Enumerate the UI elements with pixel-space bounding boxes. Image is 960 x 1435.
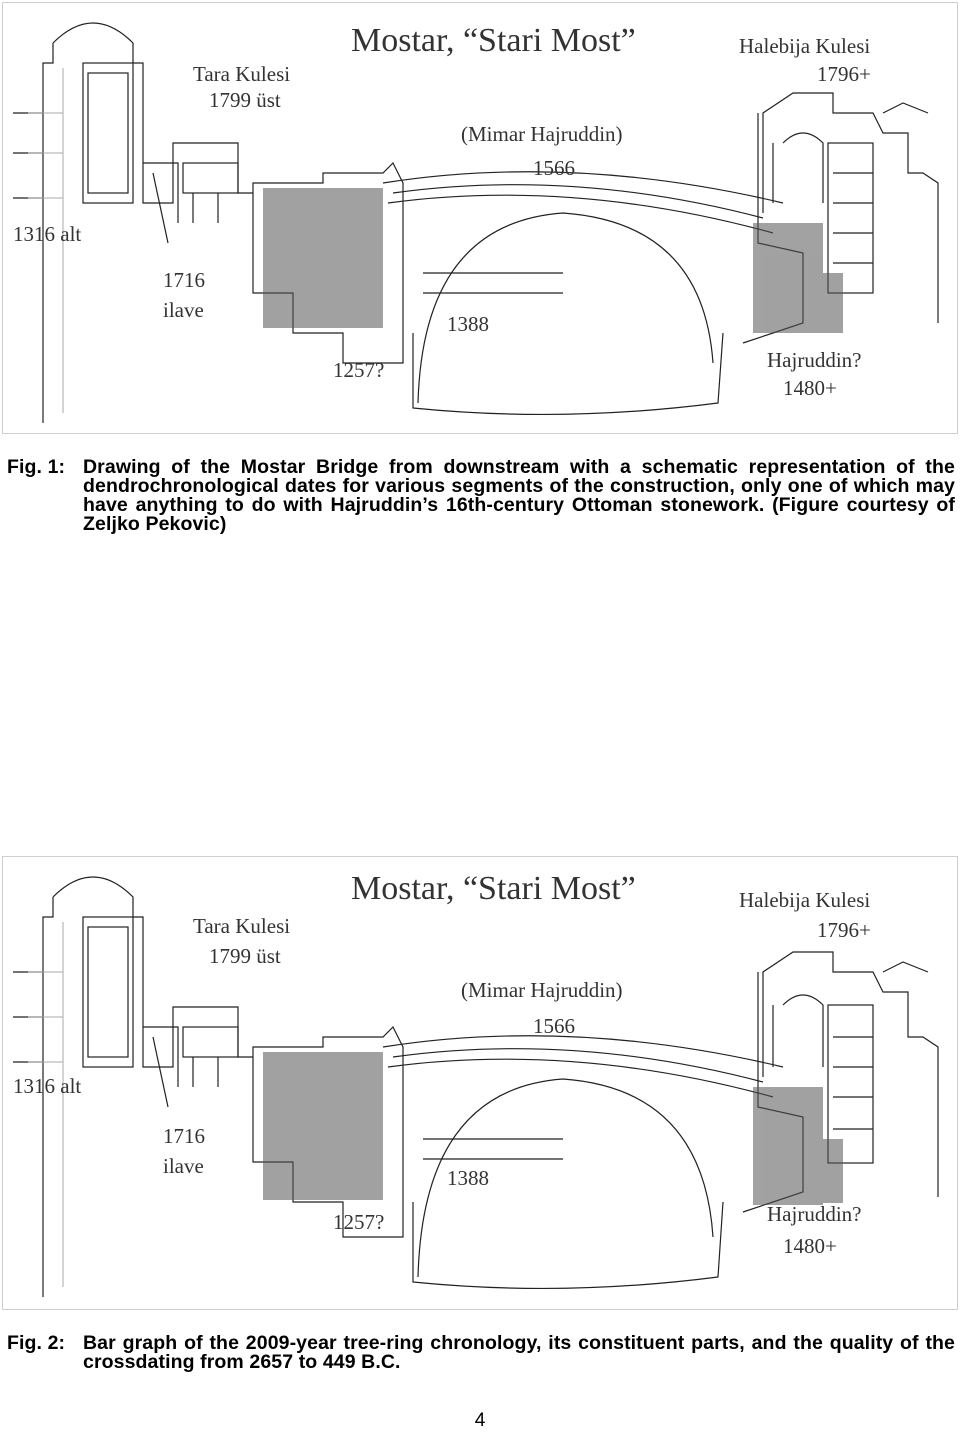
right-tower-date: 1796+ [817, 62, 871, 86]
architect-label: (Mimar Hajruddin) [461, 978, 623, 1002]
figure-2-drawing: Mostar, “Stari Most” Tara Kulesi 1799 üs… [2, 856, 958, 1310]
right-base-date: 1480+ [783, 376, 837, 400]
left-tower-date: 1799 üst [209, 944, 281, 968]
left-add-date: 1716 [163, 268, 205, 292]
left-add-label: ilave [163, 1154, 204, 1178]
bottom-date: 1257? [333, 358, 384, 382]
architect-label: (Mimar Hajruddin) [461, 122, 623, 146]
right-base-date: 1480+ [783, 1234, 837, 1258]
left-tower-name: Tara Kulesi [193, 914, 290, 938]
page-number: 4 [474, 1410, 486, 1431]
left-tower-name: Tara Kulesi [193, 62, 290, 86]
bridge-drawing-2: Mostar, “Stari Most” Tara Kulesi 1799 üs… [13, 870, 939, 1297]
arch-date: 1566 [533, 1014, 575, 1038]
left-base-date: 1316 alt [13, 222, 81, 246]
bridge-drawing-1: Mostar, “Stari Most” Tara Kulesi 1799 üs… [13, 22, 939, 423]
bottom-date: 1257? [333, 1210, 384, 1234]
figure-2-caption: Fig. 2: Bar graph of the 2009-year tree-… [7, 1332, 955, 1373]
right-tower-date: 1796+ [817, 918, 871, 942]
center-date: 1388 [447, 1166, 489, 1190]
center-date: 1388 [447, 312, 489, 336]
right-tower-name: Halebija Kulesi [739, 888, 870, 912]
figure-1-drawing: Mostar, “Stari Most” Tara Kulesi 1799 üs… [2, 2, 958, 434]
drawing-title: Mostar, “Stari Most” [351, 22, 636, 59]
drawing-title: Mostar, “Stari Most” [351, 870, 636, 907]
right-question: Hajruddin? [767, 348, 861, 372]
arch-date: 1566 [533, 156, 575, 180]
figure-2-caption-text: Bar graph of the 2009-year tree-ring chr… [83, 1332, 955, 1373]
left-base-date: 1316 alt [13, 1074, 81, 1098]
right-tower-name: Halebija Kulesi [739, 34, 870, 58]
figure-1-caption-text: Drawing of the Mostar Bridge from downst… [83, 456, 955, 535]
figure-1-caption: Fig. 1: Drawing of the Mostar Bridge fro… [7, 456, 955, 535]
left-add-date: 1716 [163, 1124, 205, 1148]
left-tower-date: 1799 üst [209, 88, 281, 112]
figure-2-label: Fig. 2: [7, 1332, 66, 1354]
figure-1-label: Fig. 1: [7, 456, 66, 478]
right-question: Hajruddin? [767, 1202, 861, 1226]
left-add-label: ilave [163, 298, 204, 322]
